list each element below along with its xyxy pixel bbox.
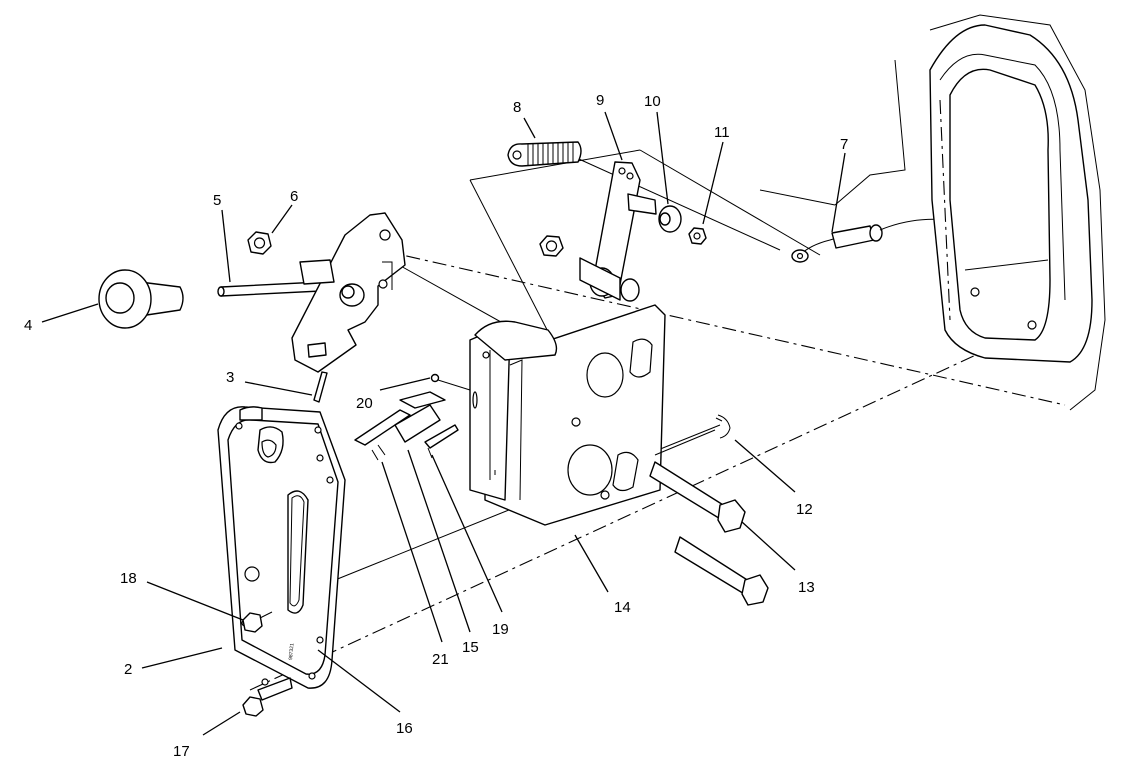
callout-21: 21 bbox=[432, 651, 449, 668]
callout-17: 17 bbox=[173, 743, 190, 760]
callout-19: 19 bbox=[492, 621, 509, 638]
part-nut-6 bbox=[247, 231, 272, 255]
callout-7: 7 bbox=[840, 136, 848, 153]
callout-18: 18 bbox=[120, 570, 137, 587]
part-lever-arm bbox=[579, 161, 657, 302]
plate-stamp: 987321 bbox=[288, 643, 295, 660]
callout-12: 12 bbox=[796, 501, 813, 518]
callout-11: 11 bbox=[714, 124, 730, 141]
callout-3: 3 bbox=[226, 369, 234, 386]
callout-8: 8 bbox=[513, 99, 521, 116]
part-bolts-13 bbox=[649, 461, 769, 606]
callout-5: 5 bbox=[213, 192, 221, 209]
part-bolt-17 bbox=[242, 677, 293, 717]
callout-15: 15 bbox=[462, 639, 479, 656]
part-knob bbox=[98, 269, 184, 329]
part-face-plate: 987321 bbox=[217, 406, 346, 689]
part-main-bracket bbox=[469, 304, 666, 526]
part-e-clip bbox=[654, 414, 731, 456]
callout-10: 10 bbox=[644, 93, 661, 110]
part-screw-20 bbox=[430, 373, 471, 391]
part-spring bbox=[507, 141, 582, 167]
callout-labels: 2 3 4 5 6 7 8 9 10 11 12 13 14 15 16 17 … bbox=[24, 92, 848, 760]
callout-4: 4 bbox=[24, 317, 32, 334]
callout-16: 16 bbox=[396, 720, 413, 737]
callout-6: 6 bbox=[290, 188, 298, 205]
callout-2: 2 bbox=[124, 661, 132, 678]
part-nut-lever bbox=[539, 235, 564, 257]
callout-20: 20 bbox=[356, 395, 373, 412]
part-console-housing bbox=[759, 14, 1106, 411]
part-control-plate bbox=[291, 212, 406, 373]
part-pin-3 bbox=[313, 371, 328, 403]
callout-13: 13 bbox=[798, 579, 815, 596]
callout-9: 9 bbox=[596, 92, 604, 109]
part-switch-assembly bbox=[354, 391, 459, 461]
part-nut-11 bbox=[688, 227, 707, 245]
part-screw-18 bbox=[242, 611, 273, 633]
callout-14: 14 bbox=[614, 599, 631, 616]
part-bushing-10 bbox=[658, 205, 682, 233]
callout-leaders bbox=[41, 111, 846, 736]
